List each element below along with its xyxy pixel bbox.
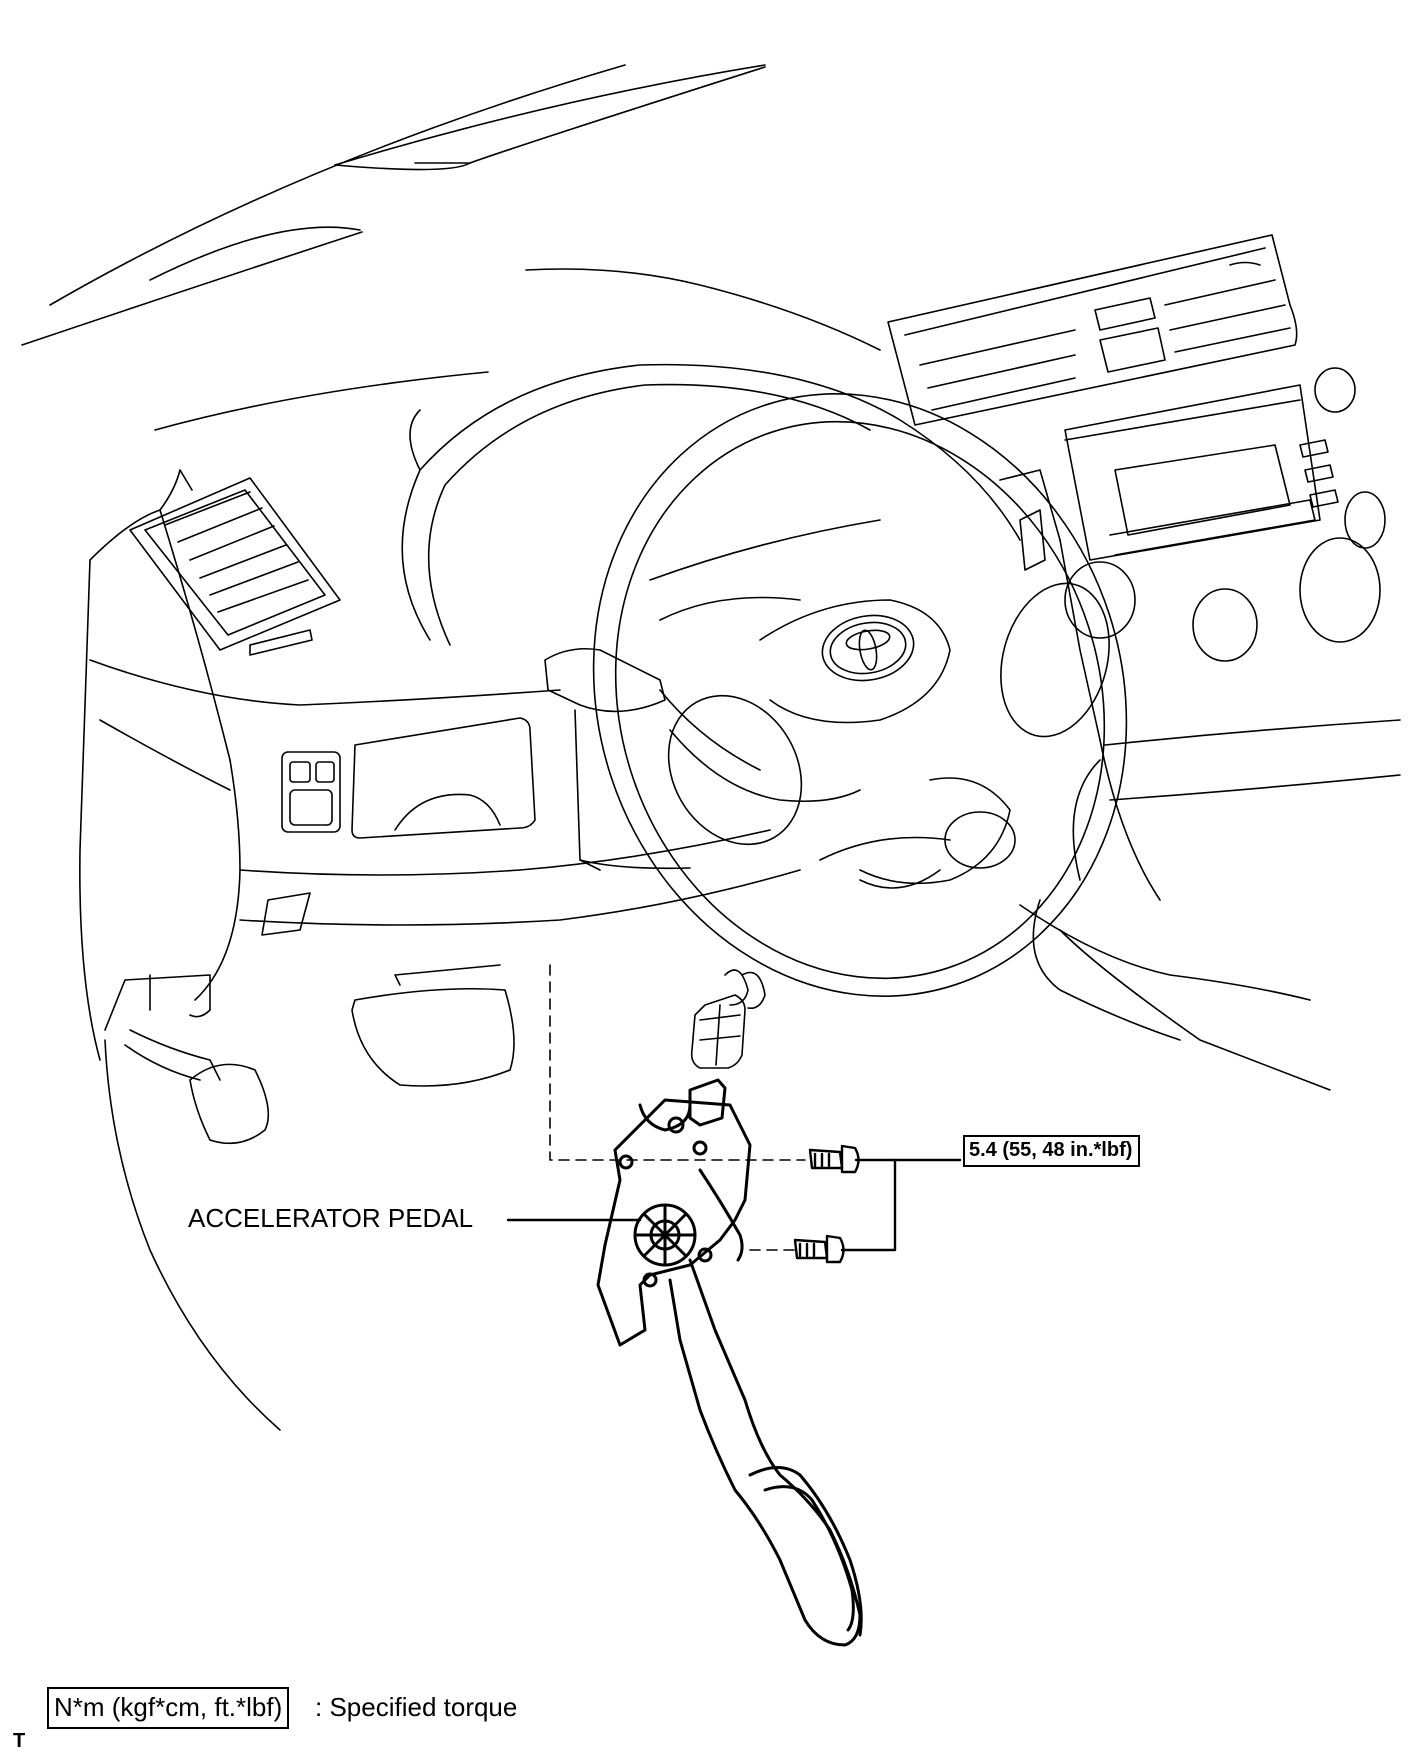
lower-console: [1019, 759, 1331, 1091]
dashboard: [79, 268, 1401, 1061]
torque-spec-box: 5.4 (55, 48 in.*lbf): [963, 1135, 1141, 1167]
windshield-lines: [21, 64, 766, 346]
left-switch-panel: [261, 717, 536, 936]
bolt-lower: [793, 1234, 845, 1264]
torque-leader-lines: [840, 1158, 962, 1252]
brake-pedal-area: [104, 964, 515, 1431]
accelerator-pedal-label: ACCELERATOR PEDAL: [188, 1203, 474, 1233]
torque-legend-description: : Specified torque: [315, 1692, 518, 1722]
steering-wheel: [592, 393, 1128, 997]
torque-unit-legend-box: N*m (kgf*cm, ft.*lbf): [47, 1687, 290, 1729]
wire-harness: [690, 969, 766, 1069]
install-guide-line: [549, 964, 806, 1251]
accelerator-pedal: [596, 1078, 863, 1647]
toyota-emblem: [821, 614, 915, 682]
bolt-upper: [808, 1144, 860, 1174]
corner-mark: T: [13, 1730, 26, 1752]
center-console: [887, 234, 1386, 901]
steering-column: [544, 647, 691, 871]
left-air-vent: [129, 477, 341, 656]
